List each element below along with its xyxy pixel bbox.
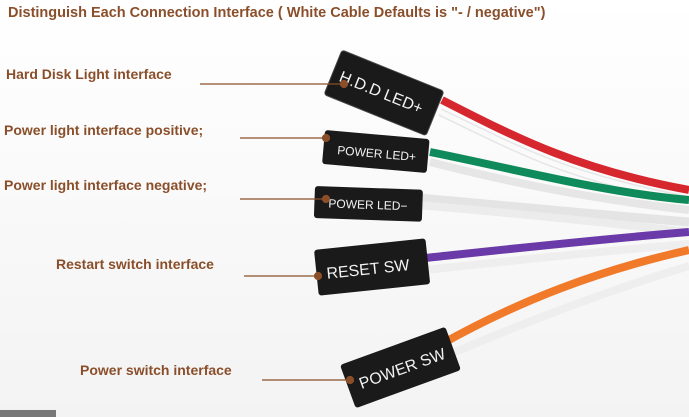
wire-hdd-red [440, 96, 689, 194]
wire-power-led-green [429, 148, 689, 204]
wire-power-sw-white [446, 262, 689, 359]
label-reset: Restart switch interface [56, 256, 214, 272]
connector-reset: RESET SW [314, 238, 430, 296]
wire-reset-purple [424, 228, 689, 262]
wire-reset-white [424, 240, 689, 274]
connector-power-led-plus: POWER LED+ [322, 130, 430, 173]
label-power-switch: Power switch interface [80, 362, 232, 378]
connector-power-led-minus: POWER LED− [313, 186, 423, 222]
label-power-negative: Power light interface negative; [4, 177, 208, 193]
wire-power-sw-orange [438, 246, 689, 349]
label-hdd: Hard Disk Light interface [6, 66, 172, 82]
connector-power-led-plus-text: POWER LED+ [337, 143, 417, 164]
connector-power-led-minus-text: POWER LED− [328, 196, 407, 213]
page-title: Distinguish Each Connection Interface ( … [8, 5, 546, 21]
label-power-positive: Power light interface positive; [4, 122, 204, 138]
corner-tab [0, 410, 56, 417]
connector-power-sw: POWER SW [340, 327, 461, 408]
wire-power-led-white [417, 193, 689, 227]
